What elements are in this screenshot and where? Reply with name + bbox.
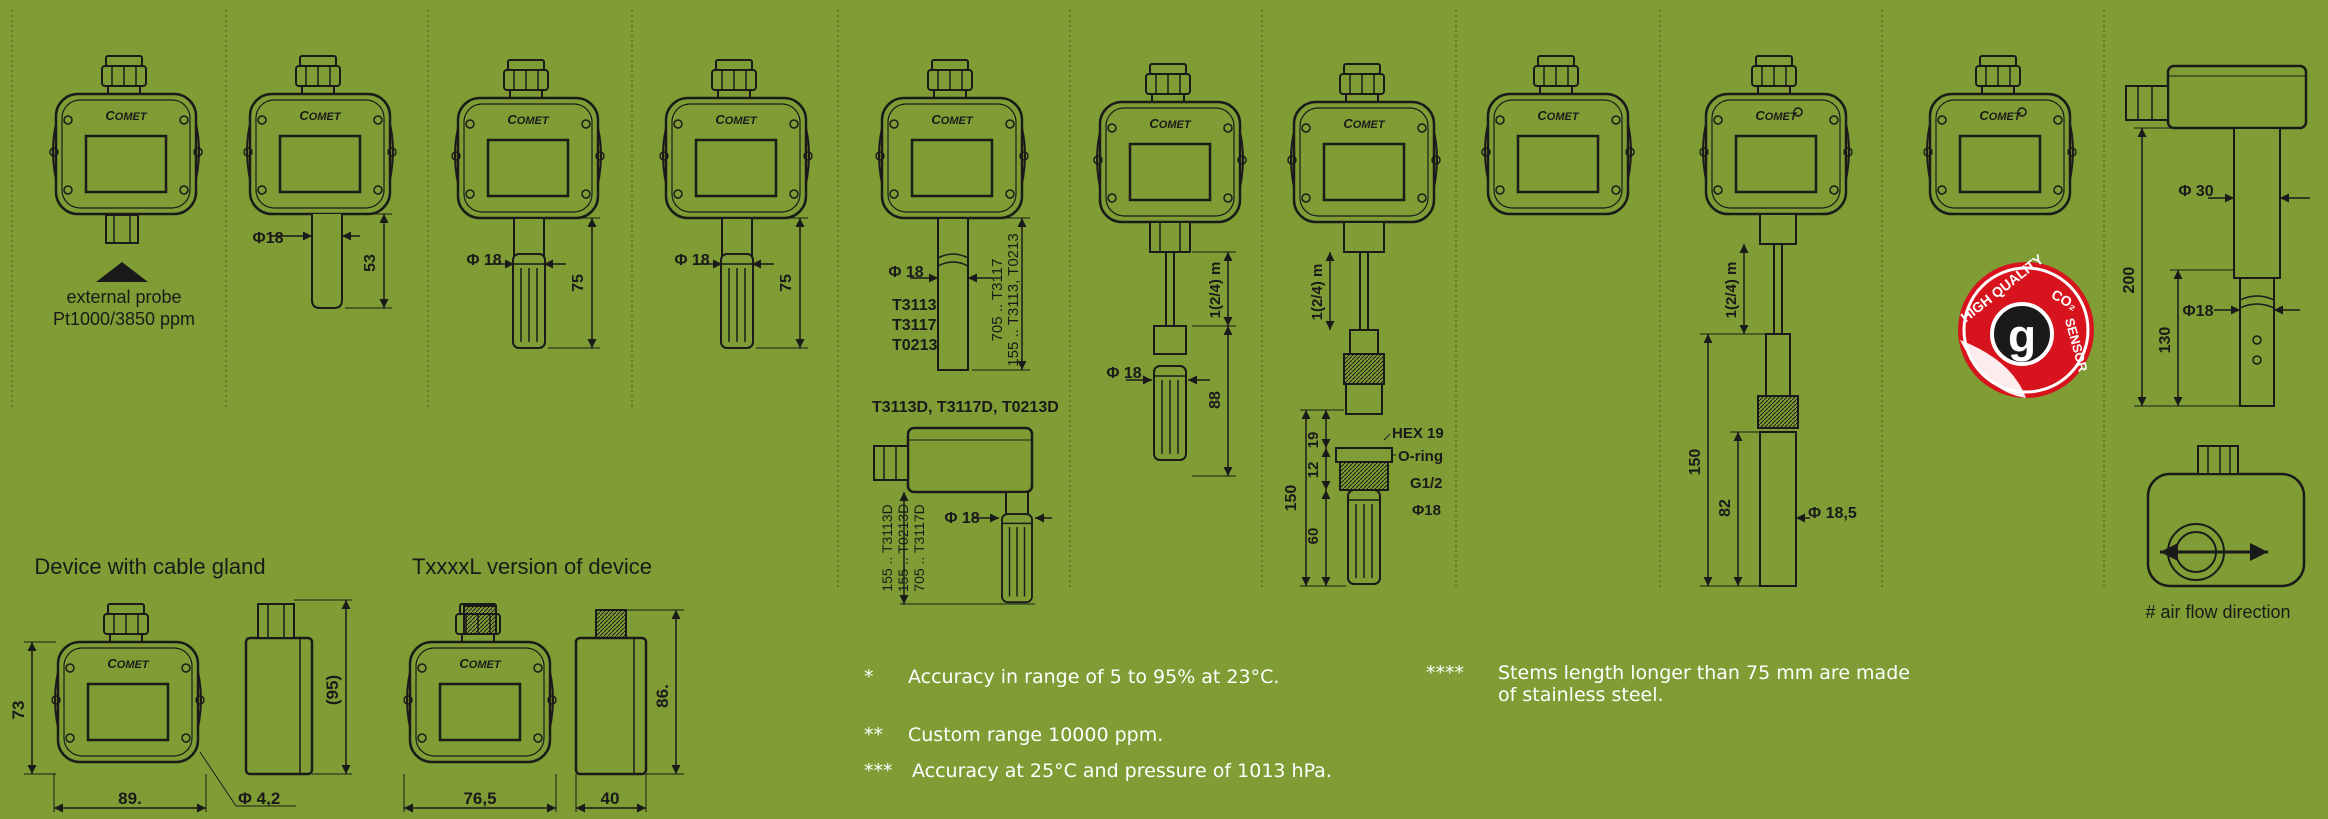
dim-150-a: 150 [1283, 485, 1300, 512]
dim-86: 86. [653, 684, 672, 708]
probe-arrow-icon [96, 262, 148, 282]
device-long-stem: Φ 18 T3113 T3117 T0213 705 .. T3117 155 … [872, 58, 1059, 605]
model-t3113: T3113 [892, 297, 937, 314]
device-probe-75-b: Φ 18 75 [658, 58, 814, 349]
dim-d18s-a: Φ 18 [466, 252, 501, 269]
device-probe-75-a: Φ 18 75 [450, 58, 606, 349]
dim-12: 12 [1305, 462, 1322, 479]
note-2-mark: ** [864, 724, 883, 746]
dim-53: 53 [362, 254, 379, 272]
side-label-t0213d: 155 .. T0213D [895, 504, 911, 592]
note-4-line1: Stems length longer than 75 mm are made [1498, 662, 1910, 684]
probe-label-line1: external probe [66, 287, 181, 307]
dim-130: 130 [2157, 327, 2174, 354]
dim-d18: Φ18 [253, 230, 284, 247]
device-cable-probe-88: Φ 18 1(2/4) m 88 [1092, 62, 1248, 477]
device-duct-probe: Φ 30 Φ18 200 130 # air flow direction [2121, 64, 2310, 622]
note-1-text: Accuracy in range of 5 to 95% at 23°C. [908, 666, 1280, 688]
dim-150-b: 150 [1687, 449, 1704, 476]
side-label-t3113d: 155 .. T3113D [879, 504, 895, 591]
dim-200: 200 [2121, 267, 2138, 294]
model-d-versions: T3113D, T3117D, T0213D [872, 399, 1059, 416]
model-t0213: T0213 [892, 337, 937, 354]
device-external-probe: external probe Pt1000/3850 ppm [48, 54, 204, 329]
device-stainless-probe: 1(2/4) m 150 82 Φ 18,5 [1687, 54, 1857, 587]
dim-40: 40 [601, 789, 620, 808]
high-quality-co2-badge: g HIGH QUALITY CO₂ SENSOR [1957, 250, 2094, 398]
dim-95: (95) [323, 675, 342, 705]
dim-d18-h: Φ18 [2183, 303, 2214, 320]
device-threaded-probe: 1(2/4) m 150 19 12 60 HEX 19 O-ring G1/2… [1283, 62, 1444, 587]
note-2: ** Custom range 10000 ppm. [864, 724, 1163, 746]
dim-d185: Φ 18,5 [1808, 505, 1857, 522]
device-probe-53: Φ18 53 [242, 54, 398, 309]
dim-d18s-e: Φ 18 [1106, 365, 1141, 382]
note-4-line2: of stainless steel. [1498, 684, 1664, 706]
label-hex19: HEX 19 [1392, 425, 1444, 442]
section-cable-gland: Device with cable gland 73 89. (95) Φ 4,… [9, 554, 352, 813]
column-separators [11, 10, 2105, 590]
dim-765: 76,5 [463, 789, 496, 808]
note-4-mark: **** [1426, 662, 1464, 684]
stem-label-t3113: 155 .. T3113, T0213 [1005, 233, 1022, 366]
note-3: *** Accuracy at 25°C and pressure of 1013… [864, 760, 1332, 782]
dim-82: 82 [1717, 499, 1734, 517]
note-4: Stems length longer than 75 mm are made … [1498, 662, 1918, 706]
title-cable-gland: Device with cable gland [34, 554, 265, 579]
dim-d30: Φ 30 [2178, 183, 2213, 200]
model-t3117: T3117 [892, 317, 937, 334]
dim-cable-c: 1(2/4) m [1723, 262, 1740, 319]
dim-89: 89. [118, 789, 142, 808]
dim-73: 73 [9, 701, 28, 720]
dim-d18-g: Φ18 [1412, 502, 1441, 519]
dim-88: 88 [1207, 391, 1224, 409]
section-l-version: TxxxxL version of device 76,5 40 86. [402, 554, 684, 813]
note-3-text: Accuracy at 25°C and pressure of 1013 hP… [912, 760, 1332, 782]
dim-19: 19 [1305, 432, 1322, 449]
title-l-version: TxxxxL version of device [412, 554, 652, 579]
label-oring: O-ring [1398, 448, 1443, 465]
dim-75-b: 75 [778, 274, 795, 292]
note-1-mark: * [864, 666, 874, 688]
device-co2 [1922, 54, 2078, 216]
dim-60: 60 [1305, 528, 1322, 545]
probe-label-line2: Pt1000/3850 ppm [53, 309, 195, 329]
dim-75-a: 75 [570, 274, 587, 292]
dim-cable-b: 1(2/4) m [1309, 264, 1326, 321]
stem-label-t3117: 705 .. T3117 [989, 259, 1006, 342]
svg-text:g: g [2008, 310, 2036, 362]
airflow-label: # air flow direction [2145, 602, 2290, 622]
label-g12: G1/2 [1410, 475, 1443, 492]
dim-d42: Φ 4,2 [238, 789, 280, 808]
dim-d18s-c: Φ 18 [888, 264, 923, 281]
note-3-mark: *** [864, 760, 893, 782]
dim-d18s-d: Φ 18 [944, 510, 979, 527]
note-2-text: Custom range 10000 ppm. [908, 724, 1164, 746]
note-1: * Accuracy in range of 5 to 95% at 23°C. [864, 666, 1279, 688]
dim-d18s-b: Φ 18 [674, 252, 709, 269]
side-label-t3117d: 705 .. T3117D [911, 504, 927, 591]
device-plain [1480, 54, 1636, 216]
dim-cable-a: 1(2/4) m [1207, 262, 1224, 319]
